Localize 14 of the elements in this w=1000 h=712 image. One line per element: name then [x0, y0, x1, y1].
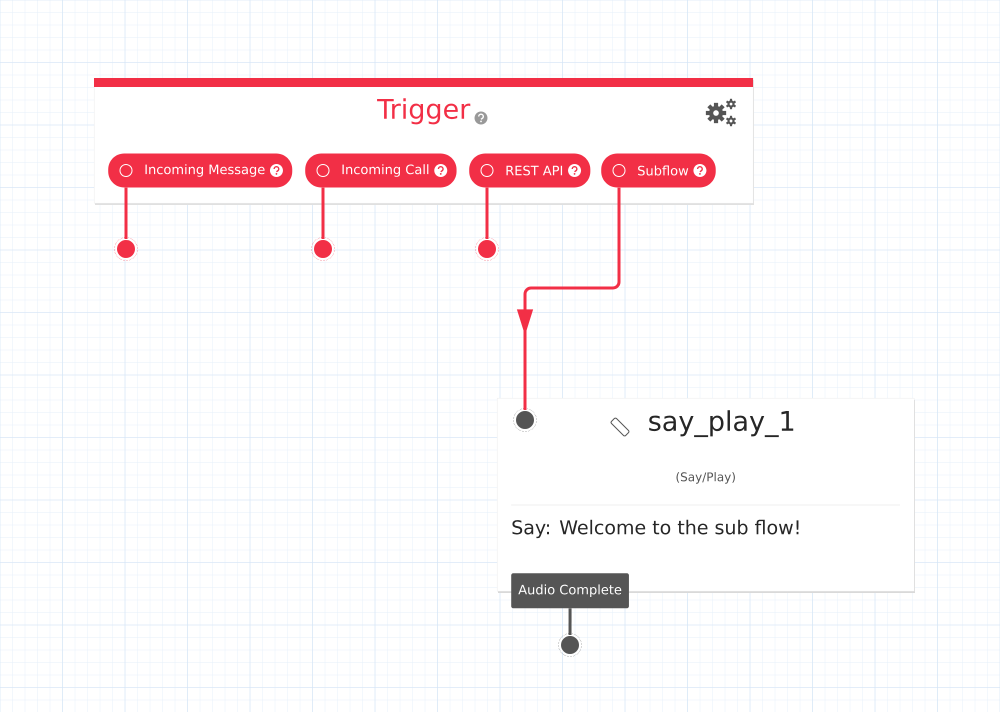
transition-button: Audio Complete	[511, 573, 629, 608]
connector-line	[486, 188, 488, 239]
connector-line	[322, 188, 324, 239]
connector-dot	[311, 237, 335, 261]
connector-dot	[114, 237, 138, 261]
connector-dot	[513, 408, 537, 432]
trigger-button: Incoming Call	[305, 154, 457, 188]
trigger-button: Incoming Message	[108, 154, 292, 188]
trigger-button: REST API	[469, 154, 590, 188]
connector-line	[568, 608, 572, 636]
connector-dot	[475, 237, 499, 261]
trigger-button: Subflow	[601, 154, 716, 188]
connector-line	[124, 188, 128, 239]
connector-dot	[558, 633, 582, 657]
